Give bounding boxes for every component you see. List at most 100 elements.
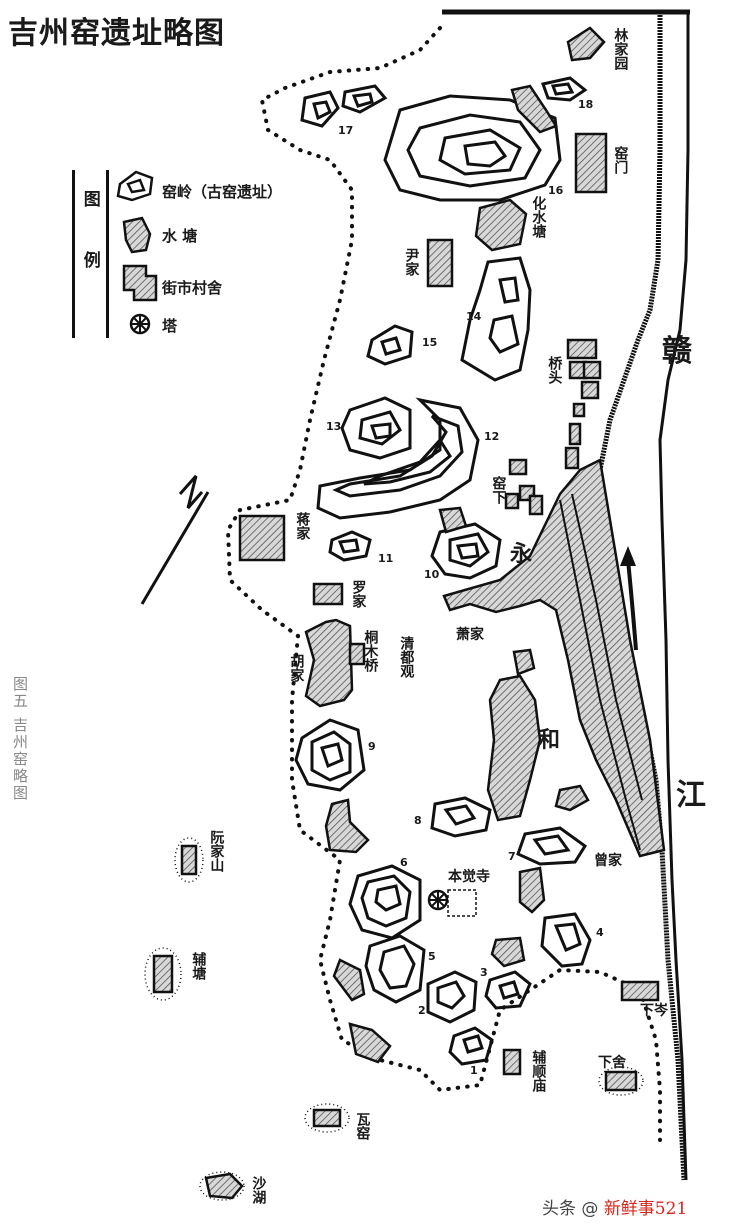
kiln-number-9: 9	[368, 740, 376, 753]
map-title: 吉州窑遗址略图	[8, 16, 225, 51]
benjuesi-temple	[447, 889, 477, 917]
kiln-number-4: 4	[596, 926, 604, 939]
pond-north	[510, 84, 558, 134]
pond-small-b	[490, 936, 526, 968]
pond-e	[512, 648, 536, 676]
pond-c	[438, 506, 468, 534]
legend-item-kiln: 窑岭（古窑遗址）	[162, 174, 282, 208]
kiln-number-7: 7	[508, 850, 516, 863]
watermark-source: 头条 @	[542, 1199, 599, 1219]
label-hujia: 胡家	[288, 654, 305, 682]
pond-west	[324, 798, 370, 854]
pond-icon	[122, 216, 152, 254]
pond-shahu	[204, 1172, 244, 1200]
village-qingduguan	[348, 642, 366, 666]
label-shahu: 沙湖	[250, 1176, 267, 1204]
kiln-mound-5	[364, 934, 426, 1004]
village-wayao	[312, 1108, 342, 1128]
label-he: 和	[538, 728, 561, 753]
village-jiangjia	[238, 514, 286, 562]
legend-bar-right	[106, 170, 109, 338]
village-hujia	[304, 618, 354, 708]
legend-bar-left	[72, 170, 75, 338]
river-name-part2: 江	[676, 778, 706, 813]
legend: 图例 窑岭（古窑遗址） 水 塘 街市村舍 塔	[72, 170, 312, 340]
label-xiaojia-1: 萧家	[456, 624, 484, 644]
label-luojia: 罗家	[350, 580, 367, 608]
legend-label-village: 街市村舍	[162, 278, 223, 297]
village-ruanjiashan	[180, 844, 198, 876]
legend-label-kiln: 窑岭（古窑遗址）	[162, 182, 283, 201]
legend-symbols	[116, 170, 158, 335]
river-bank-outer	[658, 12, 690, 1181]
label-xiacen: 下岑	[640, 1003, 668, 1019]
label-yaomen: 窑门	[612, 146, 629, 174]
river-name-part1: 赣	[662, 334, 692, 369]
village-luojia	[312, 582, 344, 606]
kiln-mound-14	[460, 256, 532, 382]
kiln-number-10: 10	[424, 568, 440, 581]
village-fushunmiao	[502, 1048, 522, 1076]
ponds	[204, 84, 590, 1200]
kiln-mounds	[294, 76, 592, 1066]
kiln-number-14: 14	[466, 310, 482, 323]
kiln-number-11: 11	[378, 552, 394, 565]
village-linjiayuan	[566, 26, 606, 62]
label-xiashe: 下舍	[598, 1055, 626, 1071]
label-huashuitang: 化水塘	[530, 196, 547, 238]
kiln-mound-17a	[300, 90, 340, 128]
kiln-mound-8	[430, 796, 492, 838]
label-futang: 辅塘	[190, 952, 207, 980]
kiln-number-5: 5	[428, 950, 436, 963]
village-icon	[122, 264, 158, 302]
legend-label-pagoda: 塔	[162, 316, 178, 335]
kiln-number-8: 8	[414, 814, 422, 827]
kiln-number-15: 15	[422, 336, 438, 349]
yonghe-street	[559, 499, 641, 851]
kiln-mound-icon	[116, 170, 154, 202]
pond-long	[486, 674, 542, 822]
label-fushunmiao: 辅顺庙	[530, 1050, 547, 1092]
kiln-number-16: 16	[548, 184, 564, 197]
label-yong: 永	[510, 542, 533, 567]
kiln-mound-18	[541, 76, 588, 102]
river-flow-arrow	[626, 559, 638, 651]
label-zengjia: 曾家	[594, 853, 622, 869]
legend-item-village: 街市村舍	[162, 270, 222, 304]
pond-d	[554, 784, 590, 812]
label-ruanjiashan: 阮家山	[208, 830, 225, 872]
kiln-mound-1	[448, 1026, 494, 1066]
watermark-brand: 新鲜事521	[603, 1199, 688, 1219]
village-futang	[152, 954, 174, 994]
yonghe-street-2	[571, 493, 643, 801]
village-yonghe	[442, 458, 666, 858]
label-qiaotou: 桥头	[546, 356, 563, 384]
kiln-mound-11	[328, 530, 372, 562]
figure-caption: 图五 吉州窑略图	[11, 676, 29, 802]
north-arrow	[140, 475, 210, 605]
kiln-number-18: 18	[578, 98, 594, 111]
pond-a	[332, 958, 366, 1002]
site-boundary	[225, 26, 662, 1142]
kiln-mound-10	[430, 522, 502, 580]
kiln-mound-3	[484, 970, 532, 1010]
villages	[152, 26, 666, 1128]
kiln-number-6: 6	[400, 856, 408, 869]
kiln-mound-15	[366, 324, 414, 366]
watermark: 头条 @ 新鲜事521	[542, 1194, 687, 1219]
label-qingduguan: 清都观	[398, 636, 415, 678]
village-yaomen	[574, 132, 608, 194]
kiln-number-17: 17	[338, 124, 354, 137]
pond-small-a	[518, 866, 546, 914]
kiln-mound-13	[340, 396, 412, 460]
kiln-mound-4	[540, 912, 592, 968]
legend-item-pond: 水 塘	[162, 218, 197, 252]
legend-header: 图例	[79, 190, 100, 312]
pond-huashuitang	[474, 198, 528, 252]
kiln-mound-16	[383, 94, 562, 202]
village-yinjia	[426, 238, 454, 288]
pond-b	[348, 1022, 392, 1064]
kiln-number-12: 12	[484, 430, 500, 443]
label-yinjia: 尹家	[403, 248, 420, 276]
